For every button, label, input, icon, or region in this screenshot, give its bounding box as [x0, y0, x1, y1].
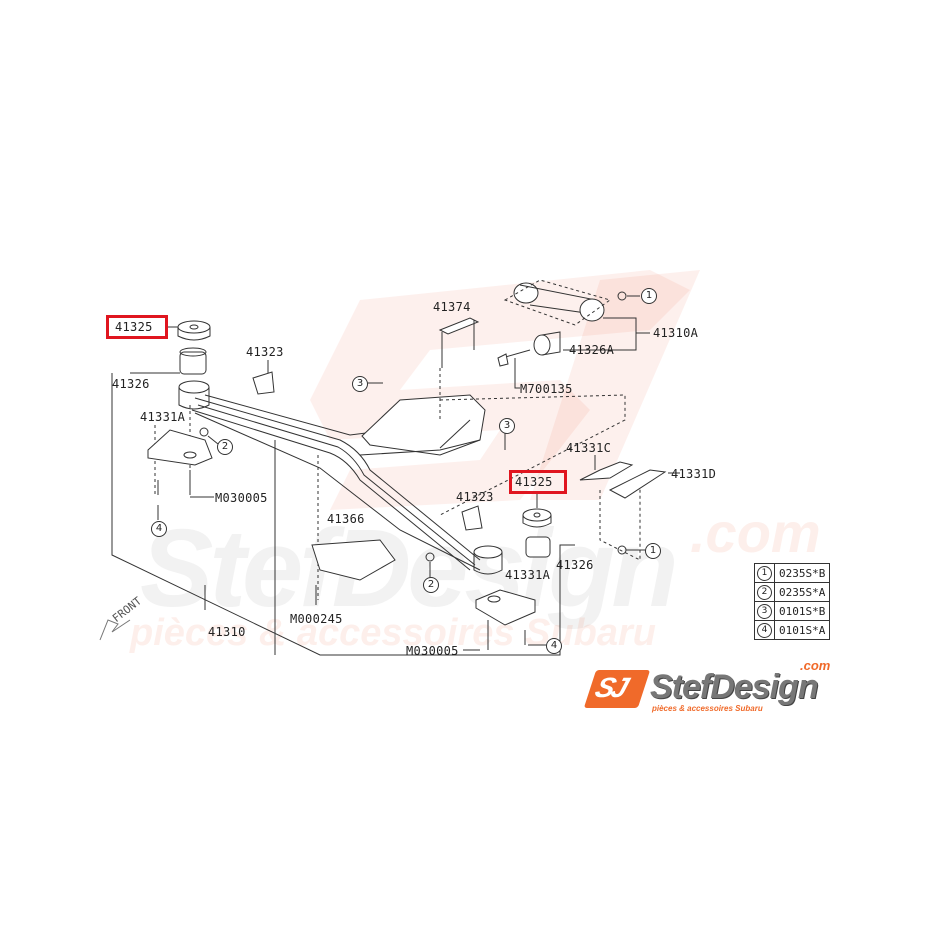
legend-num: 3: [757, 604, 772, 619]
legend-row: 1 0235S*B: [754, 563, 831, 583]
label-M030005-left[interactable]: M030005: [215, 491, 268, 505]
label-41323-top[interactable]: 41323: [246, 345, 284, 359]
watermark-brand: StefDesign: [140, 507, 679, 630]
highlight-box-41325-left: [106, 315, 168, 339]
logo-name: StefDesign: [650, 668, 819, 706]
label-41325-right[interactable]: 41325: [515, 475, 553, 489]
legend-code: 0235S*A: [773, 582, 831, 602]
callout-1-top[interactable]: 1: [641, 288, 657, 304]
label-41366[interactable]: 41366: [327, 512, 365, 526]
callout-4-right[interactable]: 4: [546, 638, 562, 654]
label-41331A-right[interactable]: 41331A: [505, 568, 551, 582]
label-41325-left[interactable]: 41325: [115, 320, 153, 334]
label-41331C[interactable]: 41331C: [566, 441, 612, 455]
label-41326A[interactable]: 41326A: [569, 343, 615, 357]
label-41326-right[interactable]: 41326: [556, 558, 594, 572]
legend-code: 0101S*B: [773, 601, 831, 621]
legend-code: 0101S*A: [773, 620, 831, 640]
callout-2-mid[interactable]: 2: [423, 577, 439, 593]
stefdesign-logo: SJ StefDesign .com pièces & accessoires …: [583, 658, 850, 716]
callout-4-left[interactable]: 4: [151, 521, 167, 537]
label-41331A-left[interactable]: 41331A: [140, 410, 186, 424]
logo-badge-icon: SJ: [583, 670, 651, 708]
callout-3-right[interactable]: 3: [499, 418, 515, 434]
legend-row: 4 0101S*A: [754, 620, 831, 640]
logo-suffix: .com: [800, 658, 831, 673]
label-41323-mid[interactable]: 41323: [456, 490, 494, 504]
label-M700135[interactable]: M700135: [520, 382, 573, 396]
label-41326-left[interactable]: 41326: [112, 377, 150, 391]
label-41310A[interactable]: 41310A: [653, 326, 699, 340]
legend-row: 2 0235S*A: [754, 582, 831, 602]
label-41374[interactable]: 41374: [433, 300, 471, 314]
watermark-tagline: pièces & accessoires Subaru: [130, 612, 656, 654]
callout-1-right[interactable]: 1: [645, 543, 661, 559]
label-M000245[interactable]: M000245: [290, 612, 343, 626]
label-41310[interactable]: 41310: [208, 625, 246, 639]
label-41331D[interactable]: 41331D: [671, 467, 717, 481]
legend-num: 4: [757, 623, 772, 638]
label-M030005-right[interactable]: M030005: [406, 644, 459, 658]
watermark-suffix: .com: [690, 501, 821, 564]
logo-tagline: pièces & accessoires Subaru: [652, 704, 763, 713]
legend-num: 2: [757, 585, 772, 600]
fastener-legend-table: 1 0235S*B 2 0235S*A 3 0101S*B 4 0101S*A: [754, 563, 831, 640]
legend-row: 3 0101S*B: [754, 601, 831, 621]
highlight-box-41325-right: [509, 470, 567, 494]
callout-2-left[interactable]: 2: [217, 439, 233, 455]
callout-3-left[interactable]: 3: [352, 376, 368, 392]
legend-code: 0235S*B: [773, 563, 831, 583]
legend-num: 1: [757, 566, 772, 581]
